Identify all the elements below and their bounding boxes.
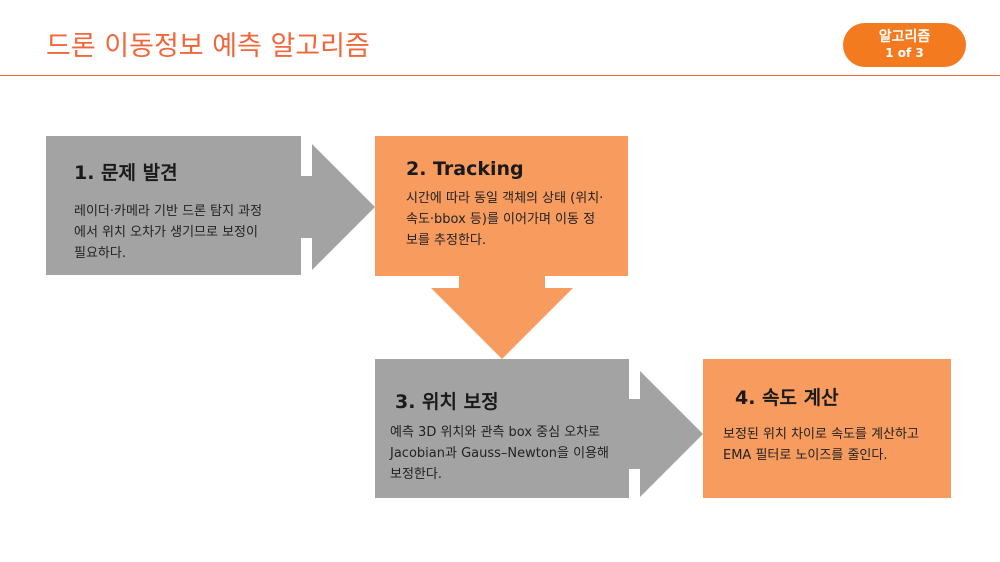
step-1-box: 1. 문제 발견 레이더·카메라 기반 드론 탐지 과정에서 위치 오차가 생기… (46, 136, 301, 275)
page-title: 드론 이동정보 예측 알고리즘 (46, 31, 370, 62)
arrow-step2-to-step3 (431, 276, 573, 359)
step-4-text: 보정된 위치 차이로 속도를 계산하고 EMA 필터로 노이즈를 줄인다. (723, 427, 919, 463)
step-2-title: 2. Tracking (406, 158, 524, 180)
step-3-title: 3. 위치 보정 (395, 391, 499, 413)
step-2-box: 2. Tracking 시간에 따라 동일 객체의 상태 (위치·속도·bbox… (375, 136, 628, 276)
step-1-title: 1. 문제 발견 (74, 162, 178, 184)
arrow-step1-to-step2 (300, 144, 375, 270)
arrow-step3-to-step4 (628, 371, 703, 497)
badge-label: 알고리즘 (878, 29, 931, 45)
step-3-box: 3. 위치 보정 예측 3D 위치와 관측 box 중심 오차로 Jacobia… (375, 359, 629, 498)
step-4-title: 4. 속도 계산 (735, 387, 839, 409)
step-3-text: 예측 3D 위치와 관측 box 중심 오차로 Jacobian과 Gauss–… (390, 425, 610, 482)
step-1-text: 레이더·카메라 기반 드론 탐지 과정에서 위치 오차가 생기므로 보정이 필요… (74, 204, 263, 261)
step-2-text: 시간에 따라 동일 객체의 상태 (위치·속도·bbox 등)를 이어가며 이동… (406, 191, 604, 248)
title-underline (0, 75, 1000, 76)
badge-page: 1 of 3 (885, 46, 924, 60)
step-4-box: 4. 속도 계산 보정된 위치 차이로 속도를 계산하고 EMA 필터로 노이즈… (703, 359, 951, 498)
section-badge: 알고리즘 1 of 3 (843, 23, 966, 67)
